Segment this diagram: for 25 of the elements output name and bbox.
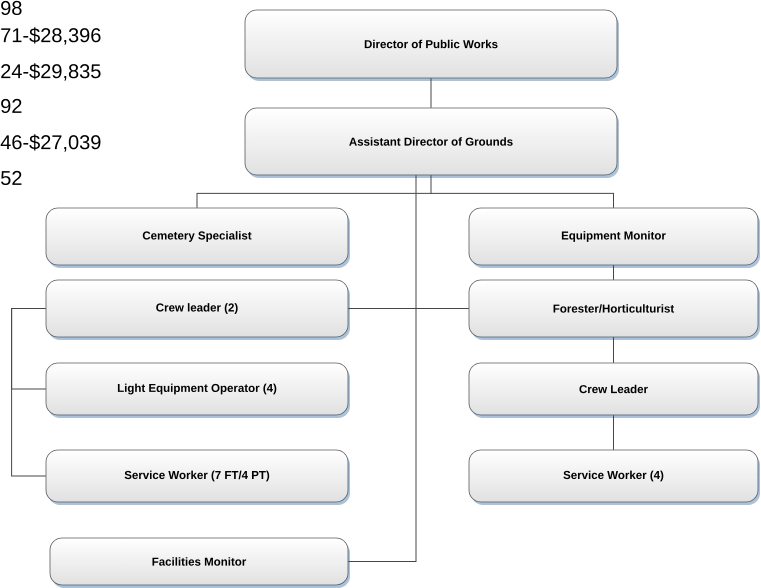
salary-text: 24-$29,835 xyxy=(1,63,101,81)
connector-line xyxy=(348,308,470,309)
salary-text: 98 xyxy=(1,0,22,16)
salary-text: 92 xyxy=(1,98,22,114)
org-box: Facilities Monitor xyxy=(50,538,350,588)
salary-text: 71-$28,396 xyxy=(1,27,100,45)
connector-line xyxy=(11,308,46,476)
salary-text: 46-$27,039 xyxy=(0,134,100,152)
connector-line xyxy=(430,78,432,108)
org-box: Equipment Monitor xyxy=(468,208,760,268)
org-box: Director of Public Works xyxy=(244,10,619,81)
connector-line xyxy=(348,174,416,562)
org-box: Crew Leader xyxy=(468,362,760,418)
org-box: Light Equipment Operator (4) xyxy=(46,362,350,418)
org-box: Service Worker (7 FT/4 PT) xyxy=(46,450,350,505)
org-box: Crew leader (2) xyxy=(46,280,350,340)
connector-line xyxy=(430,174,614,208)
connector-line xyxy=(613,414,614,450)
org-box: Service Worker (4) xyxy=(468,450,760,505)
org-box: Assistant Director of Grounds xyxy=(244,108,619,178)
connector-line xyxy=(613,264,614,280)
org-box: Cemetery Specialist xyxy=(46,208,350,268)
org-box: Forester/Horticulturist xyxy=(468,280,760,340)
salary-text: 52 xyxy=(1,170,22,186)
connector-line xyxy=(613,336,614,364)
